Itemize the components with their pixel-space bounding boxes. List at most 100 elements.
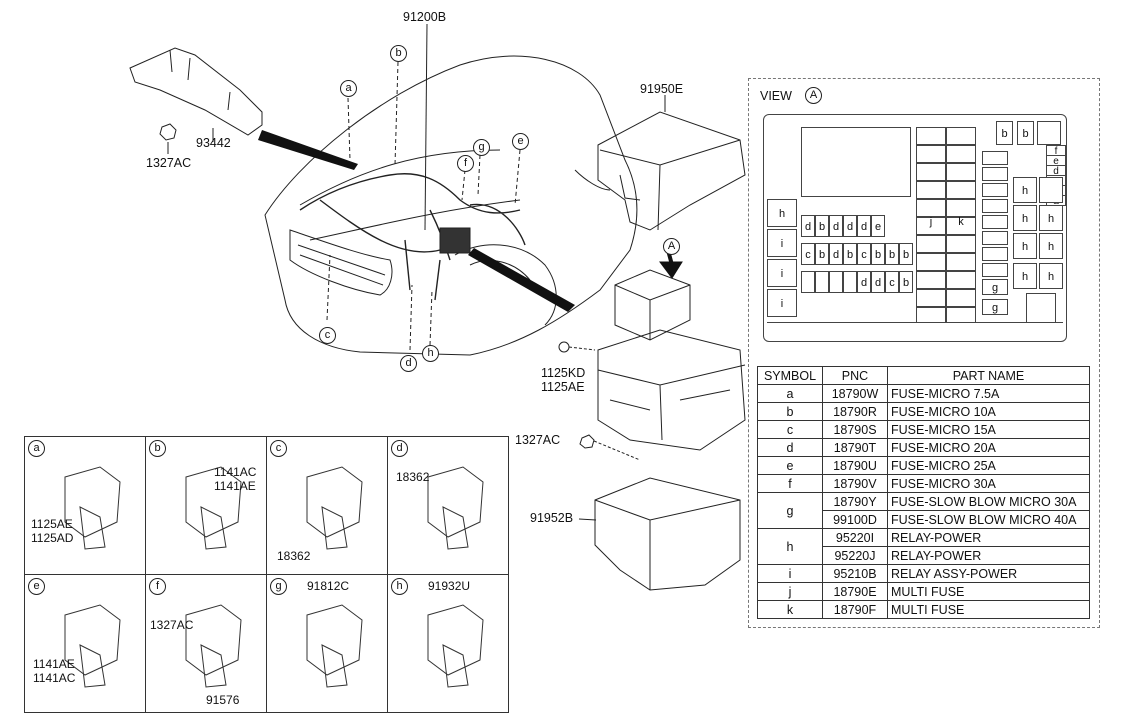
parts-name: MULTI FUSE [887, 600, 1090, 619]
fuse-k-slot-7 [946, 253, 976, 271]
fuse-k-slot-2 [946, 163, 976, 181]
parts-symbol-h: h [757, 528, 823, 565]
parts-pnc: 18790S [822, 420, 888, 439]
fuse-row1-4: d [857, 215, 871, 237]
fuse-h-left: h [767, 199, 797, 227]
fuse-row3-blank-2 [829, 271, 843, 293]
pointer-strip-right [468, 248, 575, 312]
detail-marker-f: f [149, 578, 166, 595]
col-part-name: PART NAME [887, 366, 1090, 385]
col-pnc: PNC [822, 366, 888, 385]
detail-marker-c: c [270, 440, 287, 457]
fuse-bottom-strip [767, 322, 1063, 336]
parts-pnc: 18790W [822, 384, 888, 403]
view-marker: A [805, 87, 822, 104]
label-93442: 93442 [196, 136, 231, 150]
fuse-top-b-1: b [996, 121, 1013, 145]
detail-label-e-1: 1141AC [33, 671, 76, 685]
parts-name: FUSE-MICRO 20A [887, 438, 1090, 457]
detail-label-d-0: 18362 [396, 470, 430, 484]
fuse-i-1: i [767, 229, 797, 257]
callout-c: c [319, 327, 336, 344]
fuse-row2-5: b [871, 243, 885, 265]
parts-name: RELAY-POWER [887, 546, 1090, 565]
fuse-k-label: k [958, 216, 964, 228]
fuse-block-large [801, 127, 911, 197]
fuse-j-label: j [929, 216, 933, 228]
callout-h: h [422, 345, 439, 362]
label-1327ac-b: 1327AC [515, 433, 561, 447]
fuse-row1-5: e [871, 215, 885, 237]
fuse-h-right-7: h [1039, 263, 1063, 289]
fuse-j-slot-4 [916, 199, 946, 217]
callout-b: b [390, 45, 407, 62]
parts-name: FUSE-SLOW BLOW MICRO 40A [887, 510, 1090, 529]
parts-pnc: 99100D [822, 510, 888, 529]
detail-label-f-0: 1327AC [150, 618, 194, 632]
fuse-k-slot-8 [946, 271, 976, 289]
crossmember-bracket [129, 47, 263, 136]
pointer-strip-left [258, 130, 358, 170]
wire-harness [299, 173, 526, 301]
fuse-row1-3: d [843, 215, 857, 237]
detail-marker-a: a [28, 440, 45, 457]
fuse-j-slot-1 [916, 145, 946, 163]
parts-name: FUSE-SLOW BLOW MICRO 30A [887, 492, 1090, 511]
fuse-mini-slot-6 [982, 247, 1008, 261]
detail-label-b-0: 1141AC [214, 465, 257, 479]
parts-pnc: 95220I [822, 528, 888, 547]
parts-name: FUSE-MICRO 10A [887, 402, 1090, 421]
fuse-mini-slot-0 [982, 151, 1008, 165]
parts-pnc: 18790F [822, 600, 888, 619]
fuse-j-slot-7 [916, 253, 946, 271]
callout-f: f [457, 155, 474, 172]
fuse-layout: jkbbfedcbahiiidbdddecbdbcbbbddcbgghhhhhh… [763, 114, 1067, 342]
parts-pnc: 18790V [822, 474, 888, 493]
detail-title-h: 91932U [428, 579, 471, 593]
nut-1327ac [159, 123, 177, 141]
parts-name: FUSE-MICRO 15A [887, 420, 1090, 439]
parts-name: FUSE-MICRO 30A [887, 474, 1090, 493]
label-91952b: 91952B [530, 511, 574, 525]
fuse-mini-slot-7 [982, 263, 1008, 277]
fuse-mini-slot-2 [982, 183, 1008, 197]
detail-marker-g: g [270, 578, 287, 595]
fuse-g-2: g [982, 299, 1008, 315]
fuse-i-3: i [767, 289, 797, 317]
fuse-row2-7: b [899, 243, 913, 265]
parts-name: RELAY-POWER [887, 528, 1090, 547]
fuse-row2-1: b [815, 243, 829, 265]
detail-drawing-e [64, 604, 121, 688]
fuse-row2-0: c [801, 243, 815, 265]
fuse-h-right-5: h [1039, 233, 1063, 259]
fuse-j-slot-8 [916, 271, 946, 289]
parts-symbol-a: a [757, 384, 823, 403]
callout-a: a [340, 80, 357, 97]
fuse-row1-1: b [815, 215, 829, 237]
detail-marker-e: e [28, 578, 45, 595]
detail-drawing-c [306, 466, 363, 550]
callout-e: e [512, 133, 529, 150]
fuse-top-b-2: b [1017, 121, 1034, 145]
fuse-k-slot-0 [946, 127, 976, 145]
fuse-i-2: i [767, 259, 797, 287]
fuse-g-1: g [982, 279, 1008, 295]
fuse-row3-2: c [885, 271, 899, 293]
detail-label-e-0: 1141AE [33, 657, 75, 671]
fuse-mini-slot-5 [982, 231, 1008, 245]
fuse-row2-4: c [857, 243, 871, 265]
detail-marker-d: d [391, 440, 408, 457]
detail-title-g: 91812C [307, 579, 350, 593]
detail-label-a-1: 1125AD [31, 531, 74, 545]
parts-pnc: 95210B [822, 564, 888, 583]
fuse-row2-2: d [829, 243, 843, 265]
